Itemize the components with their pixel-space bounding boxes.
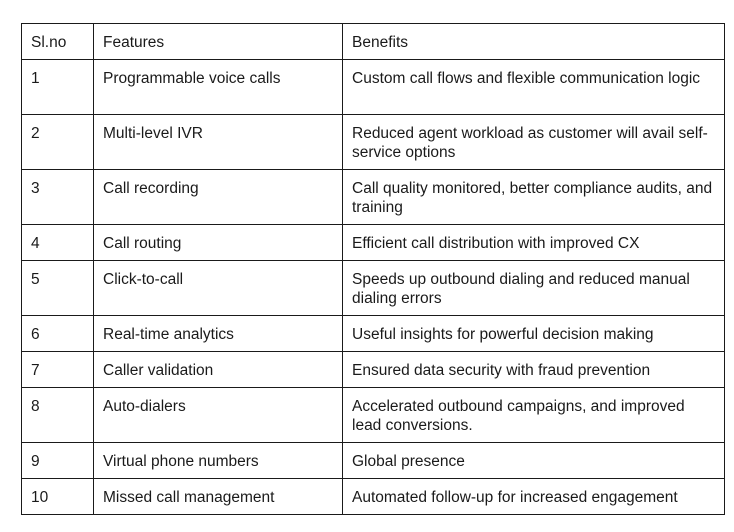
cell-feature: Multi-level IVR: [93, 114, 343, 170]
cell-feature: Click-to-call: [93, 260, 343, 316]
table-row: 10 Missed call management Automated foll…: [21, 478, 725, 515]
cell-slno: 6: [21, 315, 94, 352]
cell-slno: 8: [21, 387, 94, 443]
cell-benefit: Automated follow-up for increased engage…: [342, 478, 725, 515]
cell-feature: Virtual phone numbers: [93, 442, 343, 479]
cell-feature: Programmable voice calls: [93, 59, 343, 115]
cell-feature: Auto-dialers: [93, 387, 343, 443]
cell-benefit: Speeds up outbound dialing and reduced m…: [342, 260, 725, 316]
table-row: 6 Real-time analytics Useful insights fo…: [21, 315, 725, 352]
table-row: 9 Virtual phone numbers Global presence: [21, 442, 725, 479]
table-row: 3 Call recording Call quality monitored,…: [21, 169, 725, 225]
cell-slno: 9: [21, 442, 94, 479]
table-row: 8 Auto-dialers Accelerated outbound camp…: [21, 387, 725, 443]
cell-benefit: Ensured data security with fraud prevent…: [342, 351, 725, 388]
cell-benefit: Useful insights for powerful decision ma…: [342, 315, 725, 352]
header-benefits: Benefits: [342, 23, 725, 60]
cell-slno: 3: [21, 169, 94, 225]
cell-benefit: Custom call flows and flexible communica…: [342, 59, 725, 115]
cell-feature: Call routing: [93, 224, 343, 261]
cell-benefit: Efficient call distribution with improve…: [342, 224, 725, 261]
cell-slno: 7: [21, 351, 94, 388]
header-features: Features: [93, 23, 343, 60]
cell-slno: 5: [21, 260, 94, 316]
cell-slno: 2: [21, 114, 94, 170]
features-benefits-table: Sl.no Features Benefits 1 Programmable v…: [21, 23, 725, 515]
cell-feature: Real-time analytics: [93, 315, 343, 352]
cell-benefit: Accelerated outbound campaigns, and impr…: [342, 387, 725, 443]
header-slno: Sl.no: [21, 23, 94, 60]
table-header-row: Sl.no Features Benefits: [21, 23, 725, 60]
cell-benefit: Reduced agent workload as customer will …: [342, 114, 725, 170]
table-row: 2 Multi-level IVR Reduced agent workload…: [21, 114, 725, 170]
cell-benefit: Global presence: [342, 442, 725, 479]
cell-benefit: Call quality monitored, better complianc…: [342, 169, 725, 225]
cell-feature: Caller validation: [93, 351, 343, 388]
cell-feature: Missed call management: [93, 478, 343, 515]
cell-slno: 4: [21, 224, 94, 261]
cell-slno: 10: [21, 478, 94, 515]
cell-slno: 1: [21, 59, 94, 115]
cell-feature: Call recording: [93, 169, 343, 225]
table-row: 4 Call routing Efficient call distributi…: [21, 224, 725, 261]
table-row: 1 Programmable voice calls Custom call f…: [21, 59, 725, 115]
table-row: 5 Click-to-call Speeds up outbound diali…: [21, 260, 725, 316]
table-row: 7 Caller validation Ensured data securit…: [21, 351, 725, 388]
